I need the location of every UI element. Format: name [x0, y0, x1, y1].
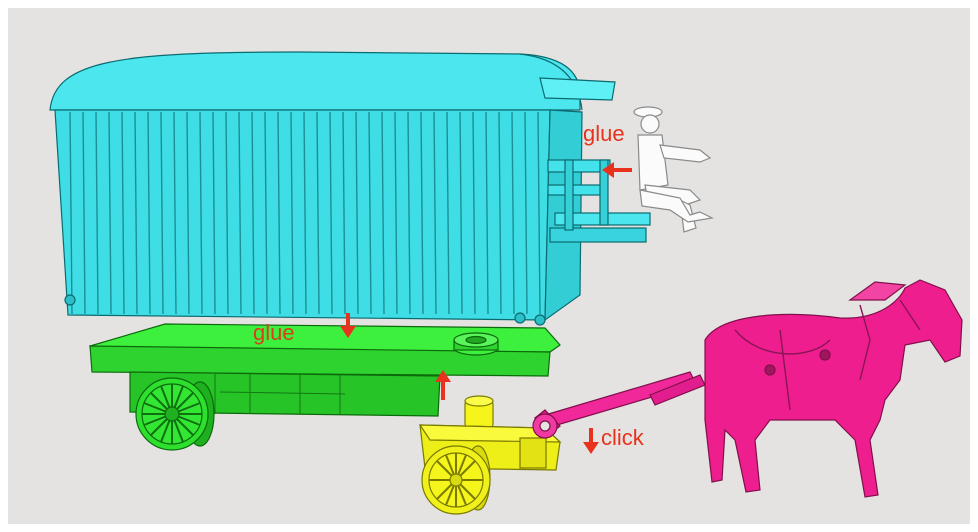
van-body — [50, 52, 650, 325]
click-label: click — [601, 427, 644, 449]
arrow-down-icon — [583, 428, 599, 454]
glue-label-chassis: glue — [253, 322, 295, 344]
front-axle — [420, 396, 560, 514]
horse-and-shaft — [533, 280, 962, 497]
glue-label-top: glue — [583, 123, 625, 145]
